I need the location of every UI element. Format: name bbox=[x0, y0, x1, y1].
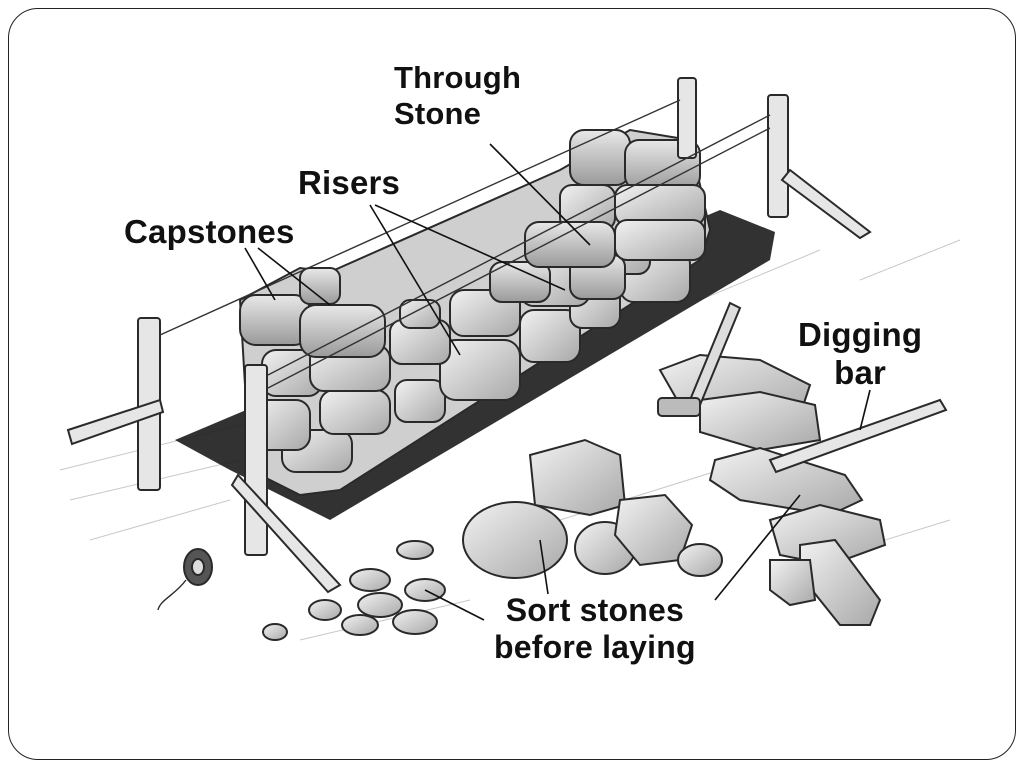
string-lines bbox=[159, 99, 771, 389]
string-reel bbox=[157, 548, 213, 611]
label-through-stone: Through Stone bbox=[394, 60, 521, 131]
stone-wall bbox=[238, 128, 712, 497]
label-digging-bar-line1: Digging bbox=[798, 316, 923, 353]
label-capstones: Capstones bbox=[124, 213, 295, 250]
label-through-stone-line1: Through bbox=[394, 60, 522, 95]
guide-posts bbox=[66, 77, 872, 594]
label-risers: Risers bbox=[298, 164, 401, 201]
leader-lines bbox=[244, 143, 871, 621]
label-digging-bar: Digging bar bbox=[798, 316, 922, 392]
label-digging-bar-line2: bar bbox=[834, 353, 887, 391]
label-sort-stones-line2: before laying bbox=[494, 628, 696, 665]
label-sort-stones-line1: Sort stones bbox=[505, 592, 684, 628]
tools bbox=[657, 301, 948, 474]
label-sort-stones: Sort stones before laying bbox=[494, 592, 696, 666]
sorted-stone-pile bbox=[262, 353, 887, 641]
label-through-stone-line2: Stone bbox=[394, 95, 482, 131]
